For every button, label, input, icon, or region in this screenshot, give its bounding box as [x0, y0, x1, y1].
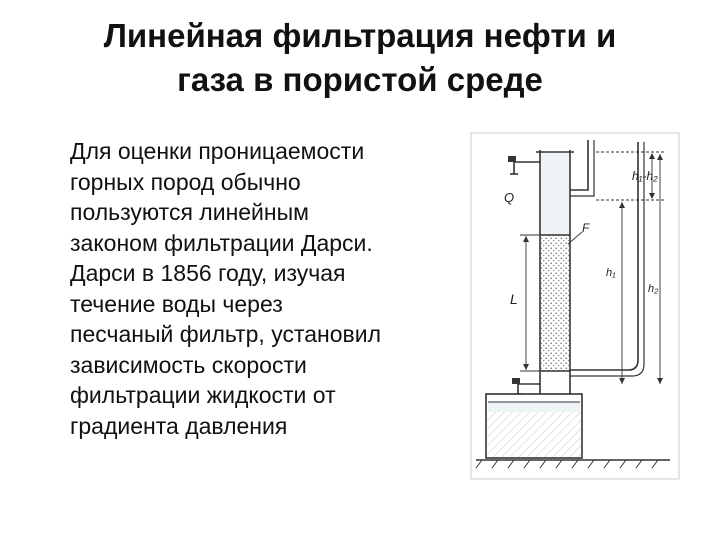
- body-line-1: Для оценки проницаемости: [70, 138, 365, 164]
- inlet-tap: [508, 156, 540, 175]
- darcy-apparatus-figure: Q: [470, 132, 680, 480]
- body-line-9: фильтрации жидкости от: [70, 382, 336, 408]
- ground-line: [475, 459, 670, 469]
- label-f: F: [582, 221, 590, 235]
- body-line-4: законом фильтрации Дарси.: [70, 229, 373, 256]
- body-line-3: пользуются линейным: [70, 199, 309, 225]
- body-line-5: Дарси в 1856 году, изучая: [70, 260, 346, 286]
- label-h2: h₂: [648, 283, 659, 295]
- slide-title: Линейная фильтрация нефти и газа в порис…: [0, 14, 720, 102]
- body-paragraph: Для оценки проницаемости горных пород об…: [70, 136, 470, 441]
- body-line-8: зависимость скорости: [70, 351, 307, 378]
- dimension-lines: [520, 151, 666, 384]
- filter-column: [536, 150, 574, 394]
- label-q: Q: [504, 190, 514, 205]
- sand-filter: [541, 235, 569, 371]
- label-h1-minus-h2: h₁-h₂: [632, 169, 658, 183]
- collecting-tank: [485, 393, 583, 459]
- title-line-2: газа в пористой среде: [177, 61, 543, 98]
- body-line-6: течение воды через: [70, 290, 283, 317]
- water-column: [541, 153, 569, 235]
- label-h1: h₁: [606, 267, 616, 279]
- manometer-tube-2: [570, 142, 645, 377]
- manometer-tube-1: [570, 140, 595, 197]
- title-line-1: Линейная фильтрация нефти и: [103, 17, 617, 54]
- body-line-2: горных пород обычно: [70, 168, 301, 195]
- body-line-10: градиента давления: [70, 412, 288, 439]
- label-l: L: [510, 291, 518, 307]
- body-line-7: песчаный фильтр, установил: [70, 321, 382, 347]
- darcy-apparatus-diagram: Q: [470, 132, 680, 480]
